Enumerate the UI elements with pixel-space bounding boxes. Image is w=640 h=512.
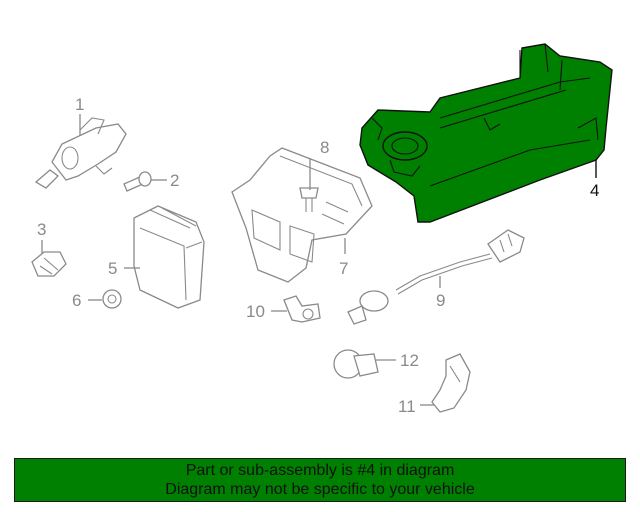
part-4-highlighted[interactable] <box>359 43 613 223</box>
callout-2: 2 <box>170 171 179 190</box>
part-12 <box>333 349 379 379</box>
callout-5: 5 <box>108 259 117 278</box>
callout-4: 4 <box>590 181 599 200</box>
callout-6: 6 <box>72 291 81 310</box>
part-9 <box>347 229 525 325</box>
part-6 <box>102 289 122 309</box>
callout-12: 12 <box>400 351 419 370</box>
banner-line-part: Part or sub-assembly is #4 in diagram <box>185 462 455 479</box>
part-3 <box>31 251 67 277</box>
part-11 <box>431 353 471 413</box>
part-1 <box>34 117 127 189</box>
callout-1: 1 <box>75 95 84 114</box>
part-2 <box>123 171 152 192</box>
callout-8: 8 <box>320 138 329 157</box>
callout-3: 3 <box>37 220 46 239</box>
part-10 <box>283 295 321 323</box>
info-banner: Part or sub-assembly is #4 in diagram Di… <box>14 458 626 502</box>
part-7 <box>231 147 373 283</box>
part-5 <box>133 205 205 309</box>
part-8 <box>299 187 319 212</box>
callout-11: 11 <box>398 397 416 416</box>
callout-10: 10 <box>246 302 265 321</box>
callout-7: 7 <box>339 259 348 278</box>
banner-line-disclaimer: Diagram may not be specific to your vehi… <box>165 481 475 498</box>
callout-9: 9 <box>436 291 445 310</box>
parts-diagram: 1 2 3 4 5 6 7 8 9 10 11 12 <box>31 43 613 416</box>
